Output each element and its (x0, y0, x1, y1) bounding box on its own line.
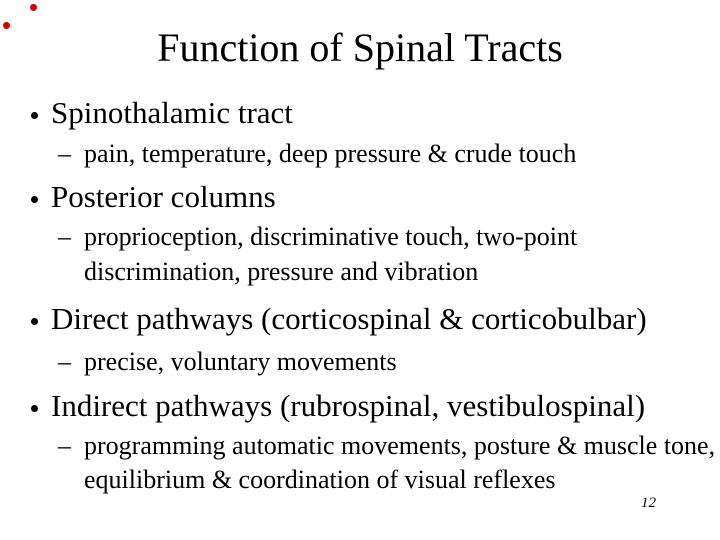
bullet-item: Spinothalamic tract (51, 95, 293, 130)
sub-bullet-text: precise, voluntary movements (84, 347, 397, 376)
sub-bullet-item: –programming automatic movements, postur… (58, 429, 718, 497)
dash-marker: – (58, 431, 71, 460)
sub-bullet-text: programming automatic movements, posture… (84, 431, 716, 494)
bullet-item: Indirect pathways (rubrospinal, vestibul… (51, 388, 646, 423)
sub-bullet-text: proprioception, discriminative touch, tw… (84, 222, 578, 286)
red-dot-icon (3, 22, 10, 29)
red-dot-icon (30, 4, 37, 11)
sub-bullet-item: –precise, voluntary movements (58, 349, 397, 375)
sub-bullet-text: pain, temperature, deep pressure & crude… (84, 139, 577, 168)
page-number: 12 (641, 495, 656, 511)
bullet-item: Posterior columns (51, 179, 276, 214)
slide-title: Function of Spinal Tracts (157, 25, 563, 70)
bullet-icon (31, 112, 38, 119)
dash-marker: – (58, 139, 71, 168)
bullet-item: Direct pathways (corticospinal & cortico… (51, 301, 647, 336)
sub-bullet-item: –proprioception, discriminative touch, t… (58, 219, 678, 289)
bullet-icon (31, 196, 38, 203)
dash-marker: – (58, 347, 71, 376)
sub-bullet-item: –pain, temperature, deep pressure & crud… (58, 141, 576, 167)
bullet-icon (31, 405, 38, 412)
bullet-icon (31, 318, 38, 325)
dash-marker: – (58, 222, 71, 251)
